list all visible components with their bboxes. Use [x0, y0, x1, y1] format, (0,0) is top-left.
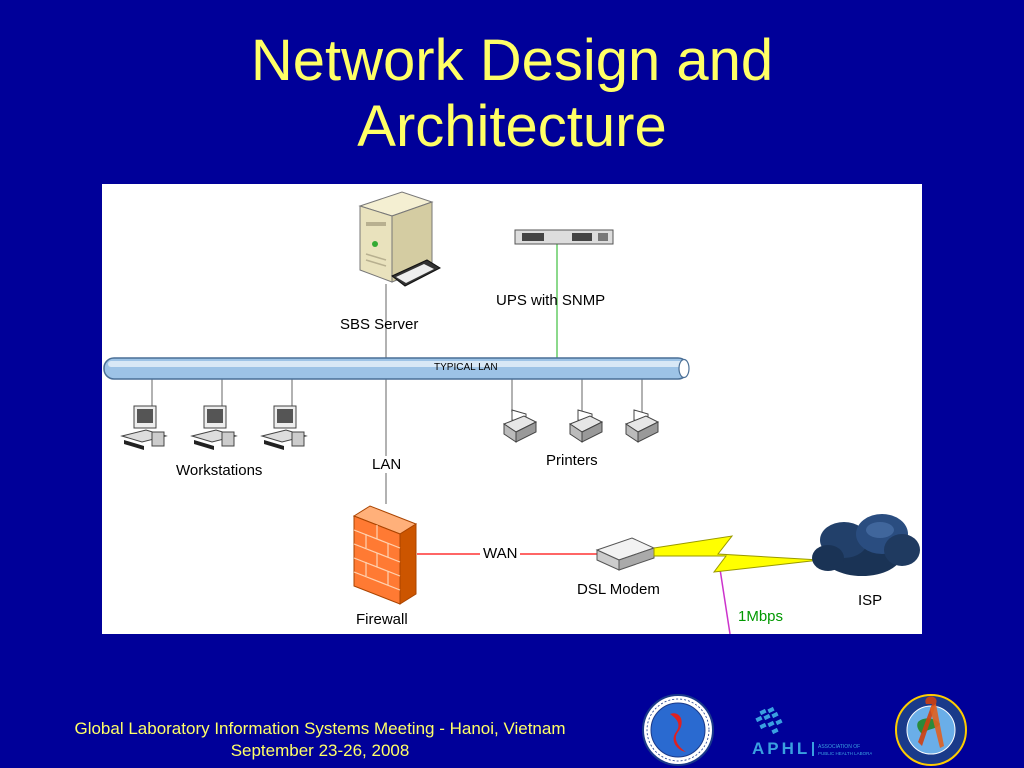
- speed-label: 1Mbps: [738, 608, 784, 625]
- ups-label: UPS with SNMP: [496, 292, 606, 309]
- firewall-label: Firewall: [356, 611, 408, 628]
- workstation-icon: [120, 405, 168, 450]
- slide-title-line-1: Network Design and: [250, 28, 774, 93]
- firewall-icon: [352, 505, 418, 605]
- wan-link-label: WAN: [480, 545, 521, 562]
- modem-label: DSL Modem: [577, 581, 660, 598]
- printer-icon: [502, 409, 538, 443]
- lan-link-label: LAN: [370, 456, 404, 473]
- aphl-logo: APHL ASSOCIATION OF PUBLIC HEALTH LABORA…: [752, 706, 872, 758]
- server-icon: [358, 191, 442, 287]
- isp-label: ISP: [858, 592, 883, 609]
- network-diagram-canvas: [103, 191, 920, 634]
- footer-line-1: Global Laboratory Information Systems Me…: [74, 719, 566, 738]
- lan-bus: [103, 357, 690, 380]
- network-diagram: TYPICAL LAN SBS Server UPS with SNMP Wor…: [102, 184, 922, 634]
- workstation-icon: [190, 405, 238, 450]
- globe-ribbon-logo: [895, 694, 967, 766]
- lightning-icon: [653, 535, 821, 573]
- slide-title: Network Design and Architecture: [0, 28, 1024, 160]
- server-label: SBS Server: [340, 316, 419, 333]
- lan-bus-label: TYPICAL LAN: [434, 362, 498, 373]
- svg-text:ASSOCIATION OF: ASSOCIATION OF: [818, 744, 860, 750]
- ups-icon: [514, 229, 614, 245]
- printer-icon: [624, 409, 660, 443]
- workstation-icon: [260, 405, 308, 450]
- speed-line: [719, 568, 731, 634]
- footer-line-2: September 23-26, 2008: [230, 741, 410, 760]
- cloud-icon: [812, 514, 920, 576]
- printers-label: Printers: [546, 452, 598, 469]
- workstations-label: Workstations: [176, 462, 263, 479]
- printer-icon: [568, 409, 604, 443]
- slide-title-line-2: Architecture: [357, 94, 667, 159]
- footer: Global Laboratory Information Systems Me…: [20, 718, 620, 762]
- aphl-wordmark: APHL: [752, 739, 810, 758]
- seal-logo: [642, 694, 714, 766]
- svg-text:PUBLIC HEALTH LABORATORIES: PUBLIC HEALTH LABORATORIES: [818, 751, 872, 756]
- modem-icon: [595, 537, 656, 571]
